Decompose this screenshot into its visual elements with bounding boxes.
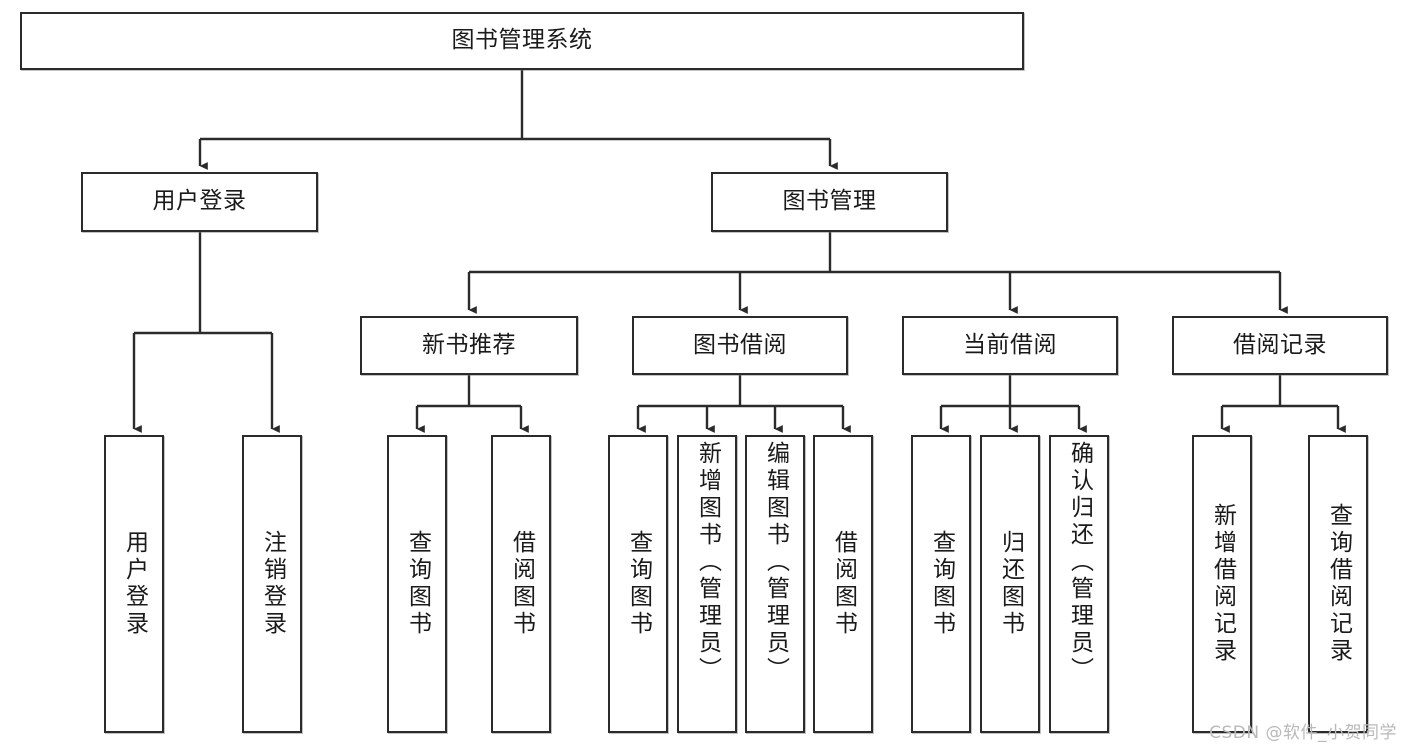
node-root-label: 图书管理系统 [451, 27, 593, 54]
node-leaf-confirm-return-admin-label: 确认归还（管理员） [1066, 441, 1093, 684]
node-leaf-add-book-admin[interactable]: 新增图书（管理员） [677, 435, 737, 733]
node-leaf-borrow-book-2-label: 借阅图书 [830, 530, 857, 638]
node-leaf-user-login-label: 用户登录 [121, 530, 148, 638]
node-leaf-return-book[interactable]: 归还图书 [980, 435, 1040, 733]
node-new-book-recommend-label: 新书推荐 [422, 331, 516, 358]
node-leaf-query-borrow-record[interactable]: 查询借阅记录 [1308, 435, 1368, 733]
node-leaf-borrow-book-1-label: 借阅图书 [508, 530, 535, 638]
node-leaf-logout-login-label: 注销登录 [259, 530, 286, 638]
node-leaf-query-book-3-label: 查询图书 [928, 530, 955, 638]
node-leaf-add-borrow-record[interactable]: 新增借阅记录 [1192, 435, 1252, 733]
node-leaf-borrow-book-1[interactable]: 借阅图书 [491, 435, 551, 733]
node-current-borrow-label: 当前借阅 [963, 331, 1057, 358]
node-current-borrow[interactable]: 当前借阅 [902, 316, 1118, 375]
node-leaf-query-book-3[interactable]: 查询图书 [911, 435, 971, 733]
node-leaf-add-book-admin-label: 新增图书（管理员） [694, 441, 721, 684]
node-book-manage-label: 图书管理 [782, 188, 877, 215]
node-user-login-label: 用户登录 [152, 188, 247, 215]
node-book-borrow[interactable]: 图书借阅 [632, 316, 848, 375]
node-leaf-confirm-return-admin[interactable]: 确认归还（管理员） [1049, 435, 1109, 733]
node-leaf-query-book-1[interactable]: 查询图书 [387, 435, 447, 733]
node-leaf-query-book-2[interactable]: 查询图书 [608, 435, 668, 733]
node-root-book-management-system[interactable]: 图书管理系统 [20, 12, 1024, 70]
node-book-manage[interactable]: 图书管理 [711, 172, 948, 232]
node-leaf-query-book-1-label: 查询图书 [404, 530, 431, 638]
node-leaf-logout-login[interactable]: 注销登录 [242, 435, 302, 733]
node-user-login[interactable]: 用户登录 [81, 172, 318, 232]
node-leaf-edit-book-admin-label: 编辑图书（管理员） [762, 441, 789, 684]
node-borrow-record-label: 借阅记录 [1233, 331, 1327, 358]
node-book-borrow-label: 图书借阅 [693, 331, 787, 358]
node-new-book-recommend[interactable]: 新书推荐 [360, 316, 578, 375]
node-leaf-user-login[interactable]: 用户登录 [104, 435, 164, 733]
node-leaf-add-borrow-record-label: 新增借阅记录 [1209, 503, 1236, 665]
node-leaf-borrow-book-2[interactable]: 借阅图书 [813, 435, 873, 733]
node-leaf-edit-book-admin[interactable]: 编辑图书（管理员） [745, 435, 805, 733]
node-leaf-query-book-2-label: 查询图书 [625, 530, 652, 638]
node-borrow-record[interactable]: 借阅记录 [1172, 316, 1388, 375]
node-leaf-return-book-label: 归还图书 [997, 530, 1024, 638]
node-leaf-query-borrow-record-label: 查询借阅记录 [1325, 503, 1352, 665]
csdn-watermark: CSDN @软件_小贺同学 [1209, 723, 1397, 743]
